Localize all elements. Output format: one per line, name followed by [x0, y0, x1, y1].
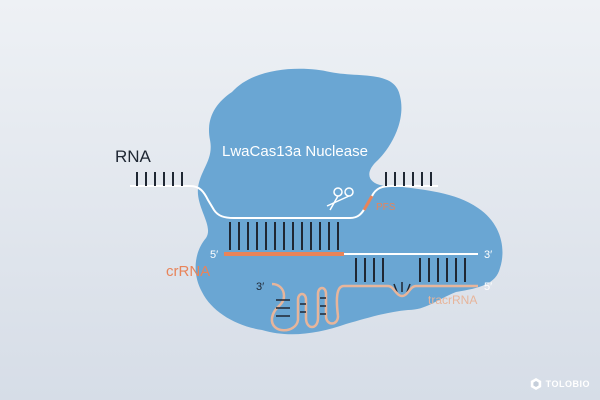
tracrrna-5prime-label: 5′ — [484, 281, 492, 293]
scissors-icon — [326, 187, 354, 211]
tracrrna-strand — [335, 284, 478, 317]
tracrrna-bulge-bases — [393, 282, 411, 293]
target-rna-backbone — [130, 185, 438, 219]
rna-left-bases — [136, 172, 183, 186]
protein-blob — [195, 68, 503, 335]
rna-crrna-base-pairs — [229, 222, 339, 250]
brand-name: TOLOBIO — [545, 379, 590, 389]
rna-right-bases — [385, 172, 432, 186]
pfs-label: PFS — [376, 202, 396, 213]
protein-label: LwaCas13a Nuclease — [222, 143, 368, 160]
crrna-3prime-label: 3′ — [484, 249, 492, 261]
hairpin-bases — [276, 297, 326, 317]
crrna-5prime-label: 5′ — [210, 249, 218, 261]
brand-logo-icon — [530, 378, 541, 390]
rna-label: RNA — [115, 147, 152, 166]
crrna-tracrrna-base-pairs — [355, 258, 466, 282]
pfs-marker — [362, 195, 374, 211]
brand-watermark: TOLOBIO — [530, 378, 590, 390]
crrna-label: crRNA — [166, 263, 210, 280]
tracrrna-label: tracrRNA — [428, 293, 477, 307]
tracrrna-3prime-label: 3′ — [256, 281, 264, 293]
